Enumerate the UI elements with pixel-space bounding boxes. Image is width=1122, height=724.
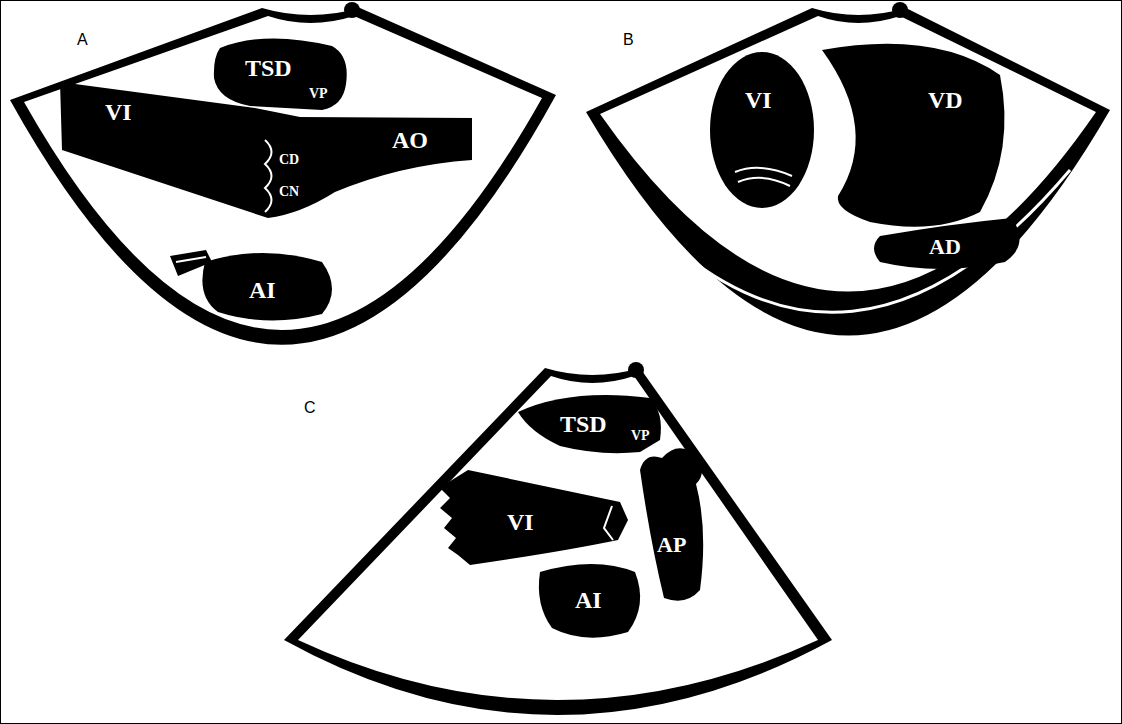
valve-leaflet [176, 257, 206, 262]
chamber-shape [822, 44, 1005, 227]
chamber-label: VP [631, 428, 650, 443]
chamber-label: CN [279, 184, 299, 199]
cardiac-tissue [600, 16, 1096, 292]
chamber-label: AP [657, 533, 686, 557]
valve-leaflet [170, 250, 212, 276]
chamber-label: AD [929, 235, 961, 259]
chamber-shape [640, 448, 703, 600]
ultrasound-sector [586, 8, 1110, 336]
cardiac-tissue [298, 376, 818, 700]
ultrasound-sector [284, 368, 832, 715]
chamber-shape [214, 38, 347, 110]
chamber-shape [440, 470, 628, 565]
panel-letter: C [304, 399, 316, 417]
chamber-label: VI [745, 87, 772, 113]
chamber-label: VD [928, 87, 963, 113]
probe-marker [892, 2, 908, 18]
ultrasound-sector [10, 8, 556, 345]
chamber-shape [710, 52, 814, 208]
chamber-shape [202, 253, 332, 321]
chamber-shape [539, 564, 640, 638]
chamber-label: VI [507, 509, 534, 535]
chamber-shape [874, 218, 1020, 269]
probe-marker [344, 2, 360, 18]
panel-letter: B [623, 31, 634, 49]
chamber-label: CD [279, 152, 299, 167]
chamber-label: AO [392, 127, 428, 153]
papillary-line [735, 168, 792, 186]
chamber-shape [60, 82, 472, 218]
chamber-shape [518, 395, 661, 453]
valve-cusps [265, 140, 272, 212]
cardiac-tissue [24, 16, 542, 330]
chamber-label: AI [249, 277, 276, 303]
panel-letter: A [77, 31, 88, 49]
chamber-label: VI [105, 99, 132, 125]
probe-marker [628, 362, 644, 378]
valve-leaflet [604, 506, 613, 540]
chamber-label: TSD [245, 55, 292, 81]
chamber-label: VP [309, 86, 328, 101]
chamber-label: AI [575, 587, 602, 613]
chamber-label: TSD [560, 411, 607, 437]
